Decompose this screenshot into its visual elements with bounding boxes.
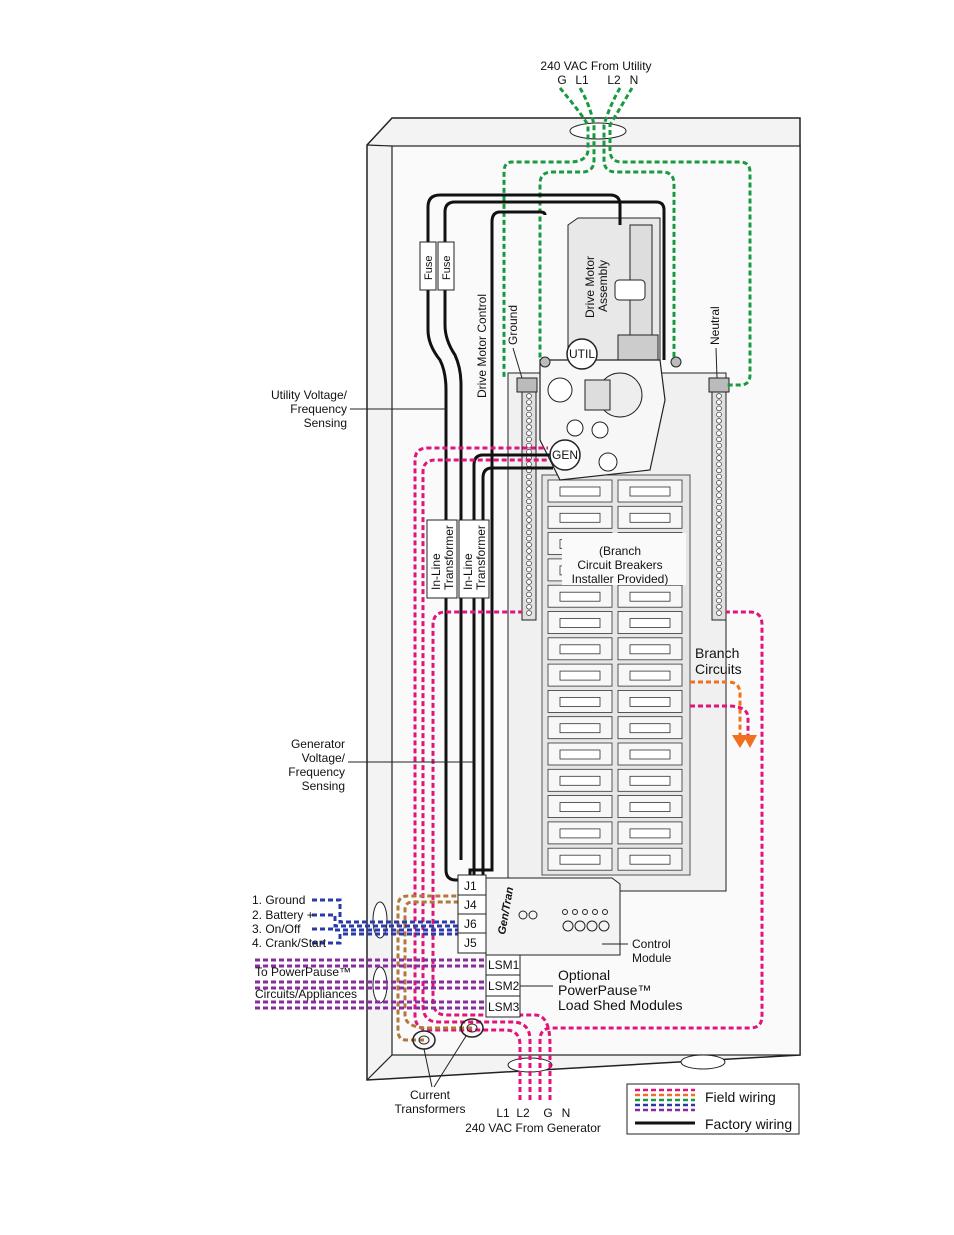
drive-motor-assembly	[567, 217, 661, 366]
svg-text:G: G	[543, 1106, 552, 1120]
svg-text:Load Shed Modules: Load Shed Modules	[558, 997, 683, 1013]
svg-text:Transformers: Transformers	[395, 1102, 466, 1116]
svg-text:G: G	[557, 73, 566, 87]
svg-text:Optional: Optional	[558, 967, 610, 983]
legend-factory-wiring-label: Factory wiring	[705, 1116, 792, 1132]
svg-text:L2: L2	[516, 1106, 530, 1120]
drive-motor-assembly-label-2: Assembly	[596, 260, 610, 312]
load-shed-modules: LSM1 LSM2 LSM3	[485, 954, 521, 1018]
legend: Field wiring Factory wiring	[626, 1083, 800, 1135]
powerpause-circuits-label: To PowerPause™ Circuits/Appliances	[255, 965, 357, 1001]
generator-inputs-label: 1. Ground 2. Battery + 3. On/Off 4. Cran…	[252, 893, 327, 950]
fuse-label-1: Fuse	[423, 256, 435, 280]
connector-j4: J4	[464, 898, 477, 912]
drive-motor-control-label: Drive Motor Control	[475, 294, 489, 398]
svg-text:Circuits/Appliances: Circuits/Appliances	[255, 987, 357, 1001]
svg-text:Utility Voltage/: Utility Voltage/	[271, 388, 348, 402]
optional-modules-label: Optional PowerPause™ Load Shed Modules	[520, 967, 683, 1013]
svg-text:2. Battery +: 2. Battery +	[252, 908, 314, 922]
svg-text:Branch: Branch	[695, 645, 739, 661]
connector-j5: J5	[464, 936, 477, 950]
control-module: J1 J4 J6 J5 Gen/Tran	[457, 874, 621, 956]
current-transformer-wiring	[396, 894, 472, 1042]
generator-control-wiring	[312, 898, 458, 945]
load-shed-wiring	[255, 958, 486, 1010]
svg-text:4. Crank/Start: 4. Crank/Start	[252, 936, 327, 950]
svg-text:UTIL: UTIL	[569, 347, 595, 361]
svg-text:Control: Control	[632, 937, 671, 951]
drive-motor-assembly-label-1: Drive Motor	[583, 256, 597, 318]
svg-text:Installer Provided): Installer Provided)	[572, 572, 669, 586]
inline-transformers: In-Line Transformer In-Line Transformer	[426, 519, 490, 599]
util-marker: UTIL	[566, 338, 598, 370]
svg-text:240 VAC From Utility: 240 VAC From Utility	[540, 59, 651, 73]
svg-text:Frequency: Frequency	[288, 765, 345, 779]
ground-label: Ground	[506, 305, 520, 345]
svg-text:GEN: GEN	[552, 448, 578, 462]
svg-text:N: N	[630, 73, 639, 87]
utility-source-label: 240 VAC From Utility G L1 L2 N	[540, 59, 651, 87]
legend-field-wiring-label: Field wiring	[705, 1089, 776, 1105]
neutral-label: Neutral	[708, 306, 722, 345]
svg-text:Voltage/: Voltage/	[302, 751, 346, 765]
lsm2-label: LSM2	[488, 979, 520, 993]
lsm1-label: LSM1	[488, 958, 520, 972]
svg-text:PowerPause™: PowerPause™	[558, 982, 651, 998]
control-module-label: Control Module	[602, 937, 672, 965]
svg-text:Frequency: Frequency	[290, 402, 347, 416]
fuse-label-2: Fuse	[441, 256, 453, 280]
factory-wiring	[426, 193, 666, 882]
svg-text:To PowerPause™: To PowerPause™	[255, 965, 351, 979]
legend-field-wiring-swatch	[635, 1088, 695, 1112]
generator-source-label: L1 L2 G N 240 VAC From Generator	[465, 1106, 601, 1135]
svg-text:Circuit Breakers: Circuit Breakers	[577, 558, 662, 572]
svg-text:3. On/Off: 3. On/Off	[252, 922, 301, 936]
neutral-bus-bar	[708, 377, 730, 621]
status-leds	[562, 909, 610, 932]
svg-text:Sensing: Sensing	[304, 416, 347, 430]
svg-text:240 VAC From Generator: 240 VAC From Generator	[465, 1121, 601, 1135]
ground-bus-bar	[516, 377, 538, 621]
transformer-2-line2: Transformer	[474, 525, 488, 590]
current-transformers-label: Current Transformers	[395, 1035, 467, 1116]
svg-text:(Branch: (Branch	[599, 544, 641, 558]
svg-text:Module: Module	[632, 951, 672, 965]
svg-text:L1: L1	[496, 1106, 510, 1120]
svg-text:Generator: Generator	[291, 737, 345, 751]
branch-arrows	[732, 735, 757, 748]
connector-j6: J6	[464, 917, 477, 931]
svg-text:N: N	[562, 1106, 571, 1120]
branch-circuit-wiring	[690, 680, 750, 738]
svg-text:Current: Current	[410, 1088, 451, 1102]
connector-j1: J1	[464, 879, 477, 893]
gen-marker: GEN	[549, 439, 581, 471]
transformer-2-line1: In-Line	[461, 553, 475, 590]
generator-sensing-label: Generator Voltage/ Frequency Sensing	[288, 737, 474, 793]
svg-text:L1: L1	[575, 73, 589, 87]
branch-circuits-label: Branch Circuits	[695, 645, 742, 677]
transformer-1-line2: Transformer	[442, 525, 456, 590]
branch-breakers-label: (Branch Circuit Breakers Installer Provi…	[572, 544, 669, 586]
utility-wiring	[502, 87, 752, 387]
utility-sensing-label: Utility Voltage/ Frequency Sensing	[271, 388, 446, 430]
svg-text:L2: L2	[607, 73, 621, 87]
transformer-1-line1: In-Line	[429, 553, 443, 590]
svg-text:Circuits: Circuits	[695, 661, 742, 677]
lsm3-label: LSM3	[488, 1000, 520, 1014]
generator-wiring	[413, 446, 764, 1100]
fuse-holders: Fuse Fuse	[419, 241, 455, 291]
svg-text:Sensing: Sensing	[302, 779, 345, 793]
svg-text:1. Ground: 1. Ground	[252, 893, 305, 907]
